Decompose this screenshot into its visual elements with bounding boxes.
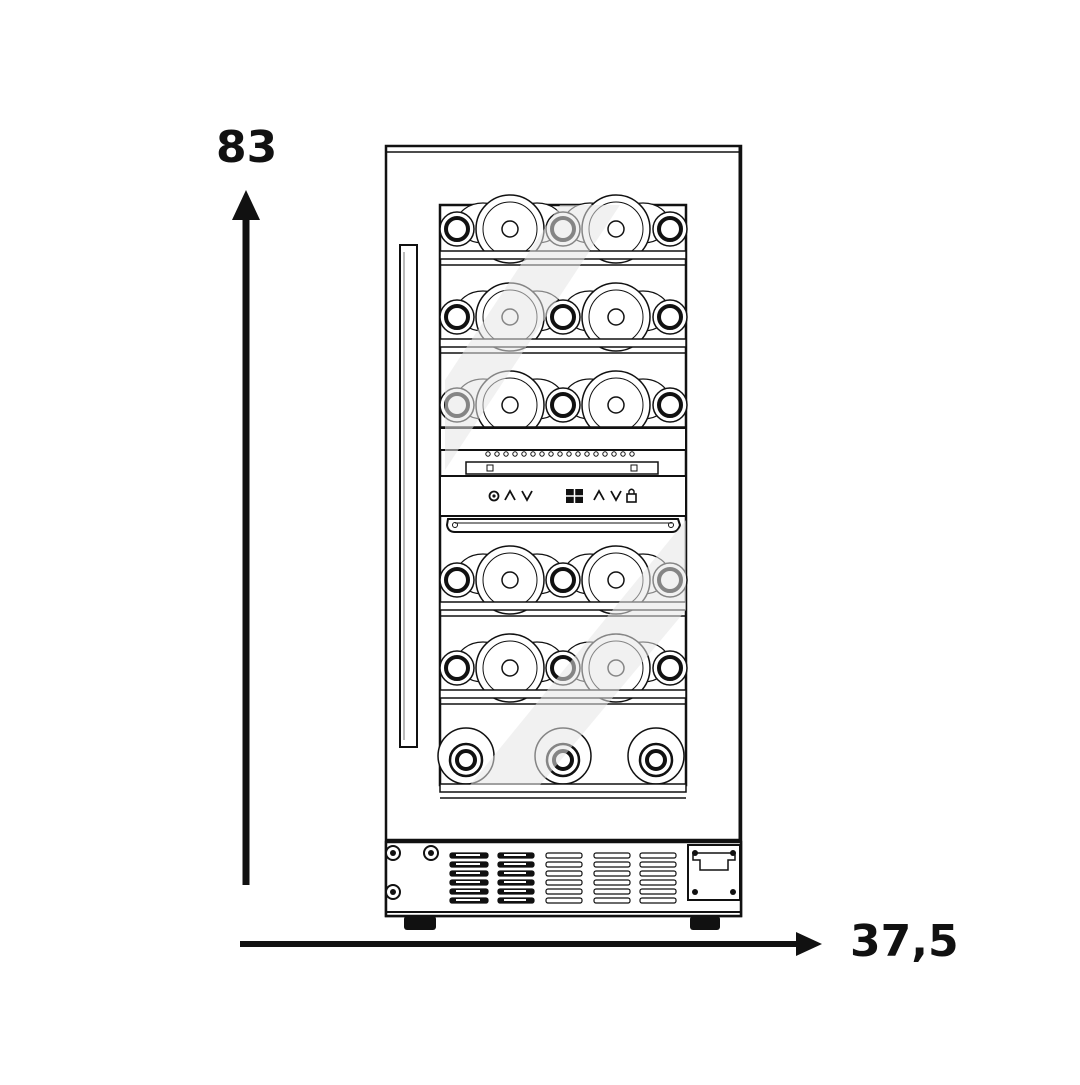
control-panel [439, 427, 687, 533]
ventilation-grille [449, 852, 677, 904]
vent-slat [593, 852, 631, 859]
wine-bottle [652, 299, 688, 335]
height-dimension-label: 83 [216, 122, 278, 173]
vent-slat [639, 861, 677, 868]
led-dot [512, 451, 518, 457]
wine-bottle [439, 211, 475, 247]
width-arrow [240, 932, 822, 956]
vent-slat [593, 879, 631, 886]
glass-glare [445, 205, 686, 785]
wine-bottle [581, 282, 651, 352]
vent-slat [639, 870, 677, 877]
wine-bottle [627, 727, 685, 785]
led-dot [602, 451, 608, 457]
led-dot [566, 451, 572, 457]
vent-slat [639, 888, 677, 895]
vent-slat [545, 897, 583, 904]
bottle-shelves [437, 194, 688, 799]
shelf-rail [439, 338, 687, 348]
light-icon[interactable] [566, 489, 583, 503]
wine-bottle [545, 299, 581, 335]
wine-bottle [439, 299, 475, 335]
down-arrow-icon[interactable] [521, 490, 533, 502]
power-icon[interactable] [488, 490, 500, 502]
lock-icon[interactable] [626, 488, 637, 503]
led-dot [485, 451, 491, 457]
up-arrow-icon[interactable] [593, 489, 605, 501]
led-dot [503, 451, 509, 457]
kick-plate [384, 840, 743, 930]
vent-slat [593, 897, 631, 904]
wine-bottle [475, 633, 545, 703]
led-dot [530, 451, 536, 457]
wine-bottle [439, 650, 475, 686]
vent-slat [545, 879, 583, 886]
led-dot [620, 451, 626, 457]
wine-bottle [437, 727, 495, 785]
led-dot [494, 451, 500, 457]
wine-bottle [545, 387, 581, 423]
wine-bottle [545, 562, 581, 598]
wine-bottle [475, 545, 545, 615]
vent-slat [593, 870, 631, 877]
led-dot [575, 451, 581, 457]
led-dot [584, 451, 590, 457]
vent-slat [639, 852, 677, 859]
led-dot [611, 451, 617, 457]
wine-bottle [652, 387, 688, 423]
shelf-row [437, 727, 687, 799]
down-arrow-icon[interactable] [610, 490, 622, 502]
wine-bottle [652, 650, 688, 686]
shelf-rail [439, 783, 687, 793]
vent-slat [545, 888, 583, 895]
led-dot [548, 451, 554, 457]
led-dot [557, 451, 563, 457]
wine-bottle [439, 562, 475, 598]
led-dot [539, 451, 545, 457]
width-dimension-label: 37,5 [850, 916, 959, 967]
vent-slat [545, 852, 583, 859]
led-dot [593, 451, 599, 457]
vent-slat [545, 861, 583, 868]
vent-slat [593, 861, 631, 868]
wine-bottle [475, 194, 545, 264]
door-handle [399, 244, 418, 748]
vent-slat [639, 879, 677, 886]
vent-slat [639, 897, 677, 904]
led-dot [629, 451, 635, 457]
vent-slat [545, 870, 583, 877]
up-arrow-icon[interactable] [504, 489, 516, 501]
wine-bottle [652, 211, 688, 247]
height-arrow [232, 190, 260, 885]
led-dot [521, 451, 527, 457]
vent-slat [593, 888, 631, 895]
